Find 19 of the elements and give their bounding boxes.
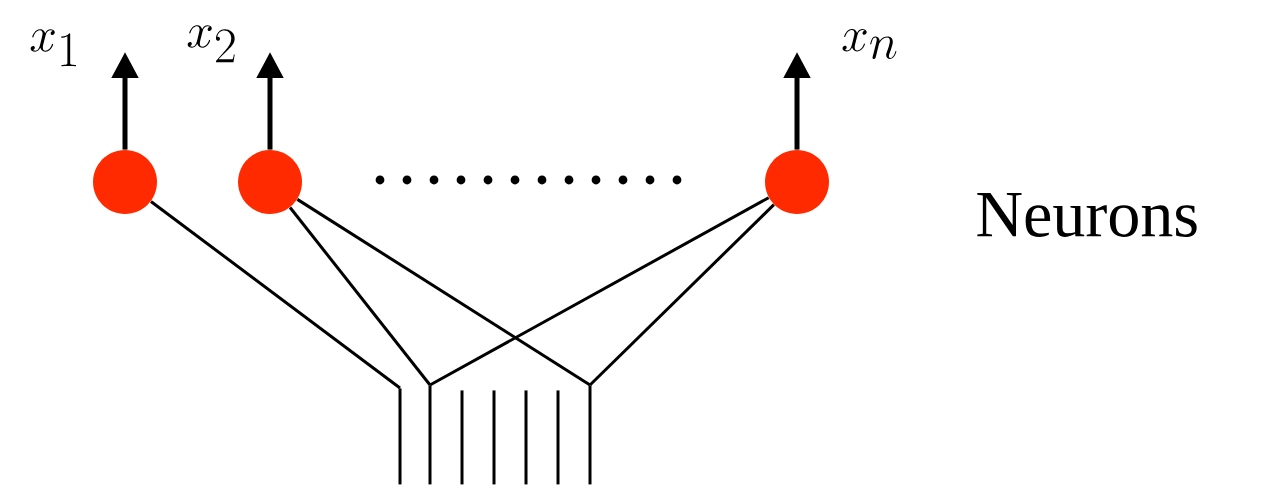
input-line <box>524 390 528 485</box>
connection-line <box>296 198 591 387</box>
output-label: $x_n$ <box>842 29 897 59</box>
input-line <box>398 388 402 485</box>
connection-line <box>288 206 432 386</box>
input-line <box>556 390 560 485</box>
output-label: $x_1$ <box>30 29 77 67</box>
connection-line <box>150 200 401 390</box>
input-line <box>460 390 464 485</box>
layer-label: Neurons <box>977 193 1197 237</box>
input-line <box>492 390 496 485</box>
input-line <box>428 385 432 485</box>
neuron-circle <box>238 150 302 214</box>
connection-line <box>429 196 770 387</box>
connection-line <box>588 203 775 387</box>
input-line <box>588 385 592 485</box>
neuron-circle <box>93 150 157 214</box>
output-label: $x_2$ <box>187 25 235 63</box>
neuron-circle <box>765 150 829 214</box>
